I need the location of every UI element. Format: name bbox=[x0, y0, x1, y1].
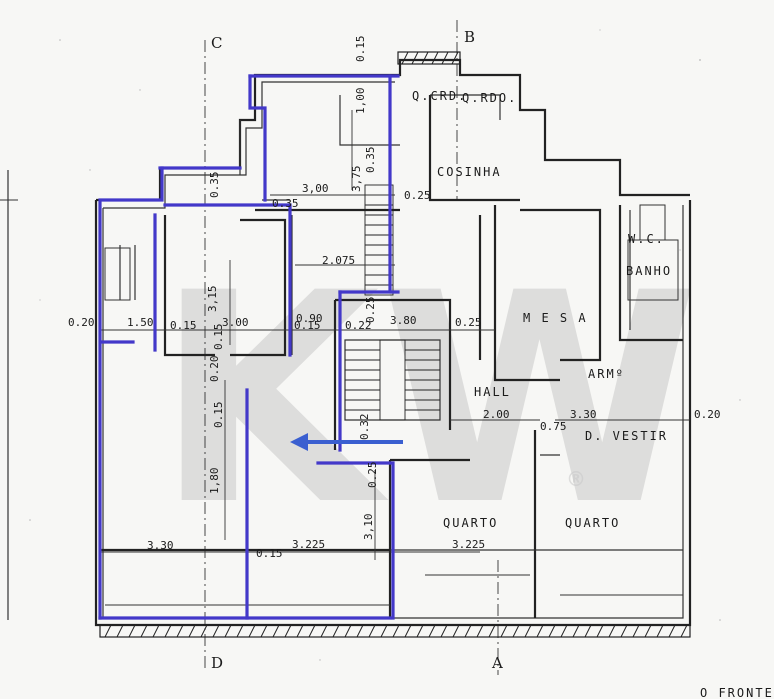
dim-label: 0.20 bbox=[68, 316, 95, 329]
room-wc: W.C. bbox=[628, 232, 665, 246]
dim-label: 0.25 bbox=[366, 462, 379, 489]
room-bedroom-left: QUARTO bbox=[443, 516, 498, 530]
room-kitchen: COSINHA bbox=[437, 165, 502, 179]
room-maid: Q.CRD. bbox=[412, 89, 467, 103]
dim-label: 1.50 bbox=[127, 316, 154, 329]
dim-label: 3.225 bbox=[452, 538, 485, 551]
axis-label-c: C bbox=[211, 34, 222, 52]
interior-walls bbox=[100, 94, 683, 618]
room-mesa: M E S A bbox=[523, 311, 588, 325]
dim-label: 0.25 bbox=[455, 316, 482, 329]
dimension-labels: 3,00 0.35 2.075 3,15 0.20 1.50 0.15 3.00… bbox=[68, 36, 721, 561]
dim-label: 3.30 bbox=[147, 539, 174, 552]
front-label: O FRONTE bbox=[700, 686, 774, 699]
axis-label-d: D bbox=[211, 654, 223, 672]
dim-label: 0.15 bbox=[212, 402, 225, 429]
dim-label: 3,15 bbox=[206, 286, 219, 313]
direction-arrow bbox=[290, 433, 403, 451]
dim-label: 3.80 bbox=[390, 314, 417, 327]
room-bathroom: BANHO bbox=[626, 264, 672, 278]
axis-label-a: A bbox=[491, 654, 503, 672]
watermark-mark: ® bbox=[566, 467, 586, 491]
dim-label: 0.22 bbox=[345, 319, 372, 332]
top-balcony bbox=[397, 51, 461, 65]
paper-texture bbox=[29, 29, 741, 661]
dim-label: 2.075 bbox=[322, 254, 355, 267]
dim-label: 0.15 bbox=[294, 319, 321, 332]
dim-label: 2.00 bbox=[483, 408, 510, 421]
dim-label: 3.225 bbox=[292, 538, 325, 551]
dim-label: 0.75 bbox=[540, 420, 567, 433]
highlighted-walls bbox=[98, 74, 400, 620]
room-hall: HALL bbox=[474, 385, 511, 399]
dim-label: 0.90 bbox=[296, 312, 323, 325]
room-dressing: D. VESTIR bbox=[585, 429, 668, 443]
dim-label: 0.15 bbox=[212, 324, 225, 351]
dim-label: 0.35 bbox=[272, 197, 299, 210]
dim-label: 3,00 bbox=[302, 182, 329, 195]
room-maid-2: Q.RDO. bbox=[462, 91, 517, 105]
dim-label: 0.15 bbox=[256, 547, 283, 560]
axis-label-b: B bbox=[464, 28, 475, 46]
dim-label: 0.20 bbox=[694, 408, 721, 421]
facade-hatching bbox=[99, 624, 691, 638]
room-bedroom-right: QUARTO bbox=[565, 516, 620, 530]
room-arm: ARMº bbox=[588, 367, 625, 381]
dim-label: 0.35 bbox=[364, 147, 377, 174]
dim-label: 3.30 bbox=[570, 408, 597, 421]
dim-label: 3,75 bbox=[350, 166, 363, 193]
dim-label: 0.15 bbox=[354, 36, 367, 63]
dim-label: 0.20 bbox=[208, 356, 221, 383]
dim-label: 0.25 bbox=[364, 297, 377, 324]
dim-label: 0.25 bbox=[404, 189, 431, 202]
staircase-lower bbox=[345, 339, 440, 421]
dim-label: 1,80 bbox=[208, 468, 221, 495]
dim-label: 0.32 bbox=[358, 414, 371, 441]
dim-label: 3.00 bbox=[222, 316, 249, 329]
dim-label: 0.35 bbox=[208, 172, 221, 199]
dim-label: 0.15 bbox=[170, 319, 197, 332]
dim-label: 3,10 bbox=[362, 514, 375, 541]
dim-label: 1,00 bbox=[354, 88, 367, 115]
room-labels: COSINHA Q.CRD. Q.RDO. W.C. BANHO M E S A… bbox=[412, 89, 774, 699]
